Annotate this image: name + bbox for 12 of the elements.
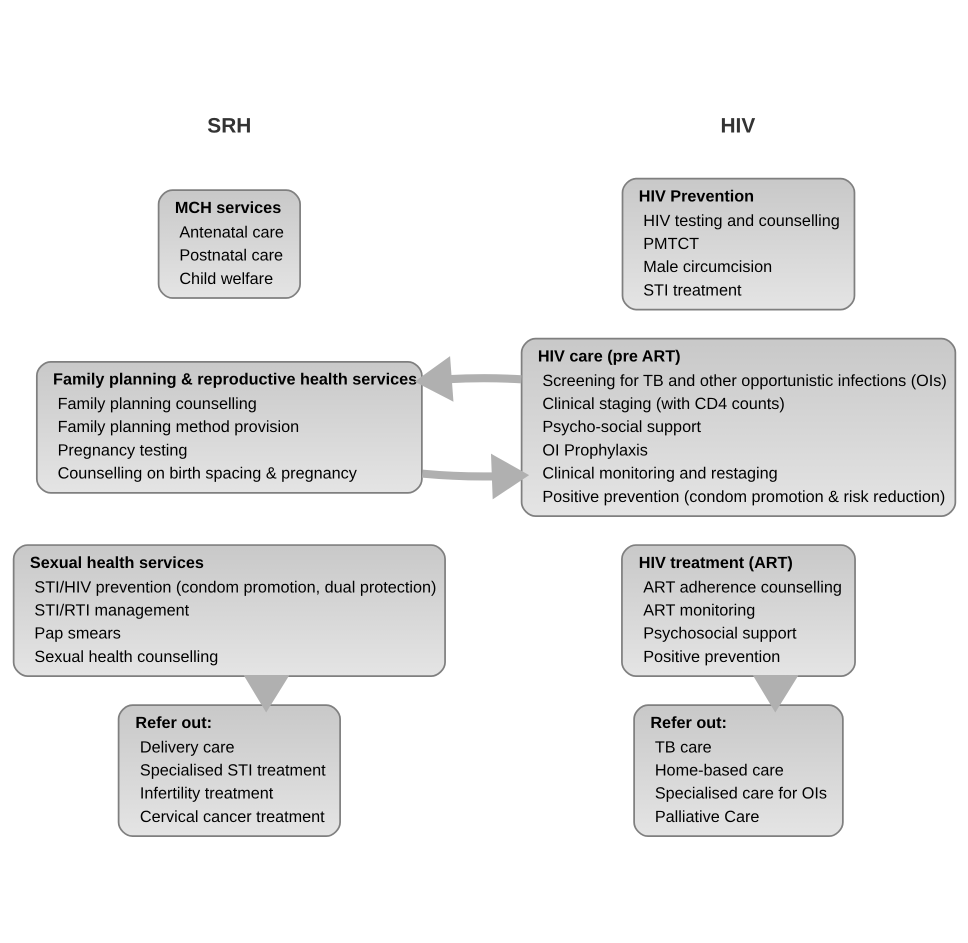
- node-box: Refer out: Delivery care Specialised STI treatment Infertility treatment Cervical cancer treatment: [117, 704, 340, 837]
- label: HIV: [720, 114, 755, 138]
- node-box: Sexual health services STI/HIV prevention (condom promotion, dual protection) STI/RTI management Pap smears Sexual health counselling: [12, 544, 446, 676]
- arrow: [414, 356, 522, 402]
- node-box: HIV care (pre ART) Screening for TB and other opportunistic infections (OIs) Clinical staging (with CD4 counts) Psycho-social support OI Prophylaxis Clinical monitoring and restaging Positive prevention (condom promotion & risk reduction): [520, 337, 956, 516]
- node-box: Refer out: TB care Home-based care Specialised care for OIs Palliative Care: [632, 704, 844, 837]
- node-box: HIV Prevention HIV testing and counselling PMTCT Male circumcision STI treatment: [621, 177, 855, 310]
- node-box: HIV treatment (ART) ART adherence counselling ART monitoring Psychosocial support Positive prevention: [620, 544, 856, 676]
- label: SRH: [206, 114, 251, 138]
- node-box: MCH services Antenatal care Postnatal care Child welfare: [157, 188, 300, 298]
- arrow: [421, 453, 529, 499]
- node-box: Family planning & reproductive health services Family planning counselling Family planning method provision Pregnancy testing Counselling on birth spacing & pregnancy: [35, 360, 422, 494]
